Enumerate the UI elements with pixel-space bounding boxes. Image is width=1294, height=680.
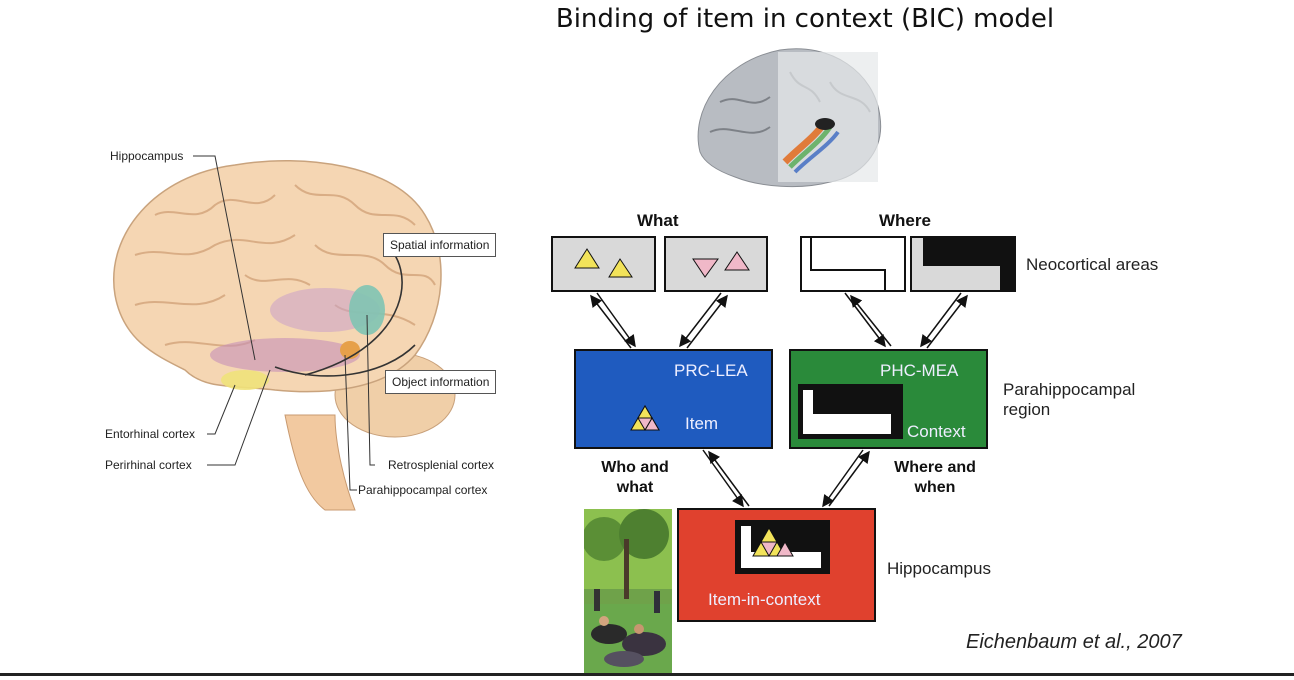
photo-people-on-grass <box>584 509 672 674</box>
item-label: Item <box>685 414 719 433</box>
label-parahippocampal-cortex: Parahippocampal cortex <box>358 483 488 497</box>
neo-box-where-1 <box>800 236 906 292</box>
label-object-information: Object information <box>385 370 497 394</box>
triangle-pink-icon <box>692 258 719 278</box>
label-hippocampus: Hippocampus <box>887 559 991 578</box>
label-neocortical-areas: Neocortical areas <box>1026 255 1159 274</box>
retrosplenial-region <box>349 285 385 335</box>
label-spatial-information: Spatial information <box>383 233 497 257</box>
brainstem <box>284 414 356 511</box>
context-label: Context <box>907 422 966 441</box>
neo-box-what-2 <box>664 236 768 292</box>
prc-lea-label: PRC-LEA <box>674 361 748 380</box>
triangle-pink-icon <box>724 251 750 271</box>
phc-mea-label: PHC-MEA <box>880 361 959 380</box>
page-title: Binding of item in context (BIC) model <box>555 4 1055 34</box>
parahippocampal-gyrus-region <box>210 338 360 372</box>
header-where: Where <box>879 211 931 230</box>
label-parahippocampal-region: Parahippocampal region <box>1003 380 1136 419</box>
entorhinal-region <box>221 370 269 390</box>
triangle-yellow-icon <box>574 248 600 269</box>
item-in-context-label: Item-in-context <box>708 590 821 609</box>
bic-diagram <box>551 236 1016 622</box>
brain-illustration <box>113 155 456 511</box>
label-entorhinal-cortex: Entorhinal cortex <box>105 427 196 441</box>
brain-scan-image <box>697 48 882 188</box>
citation: Eichenbaum et al., 2007 <box>966 631 1182 653</box>
label-retrosplenial-cortex: Retrosplenial cortex <box>388 458 495 472</box>
bottom-rule <box>0 673 1294 676</box>
label-hippocampus: Hippocampus <box>110 149 184 163</box>
prc-lea-box <box>574 349 773 449</box>
label-perirhinal-cortex: Perirhinal cortex <box>105 458 192 472</box>
triangle-yellow-icon <box>608 258 633 278</box>
header-what: What <box>637 211 679 230</box>
neo-box-what-1 <box>551 236 656 292</box>
label-where-and-when: Where and when <box>894 459 976 496</box>
label-who-and-what: Who and what <box>601 459 669 496</box>
